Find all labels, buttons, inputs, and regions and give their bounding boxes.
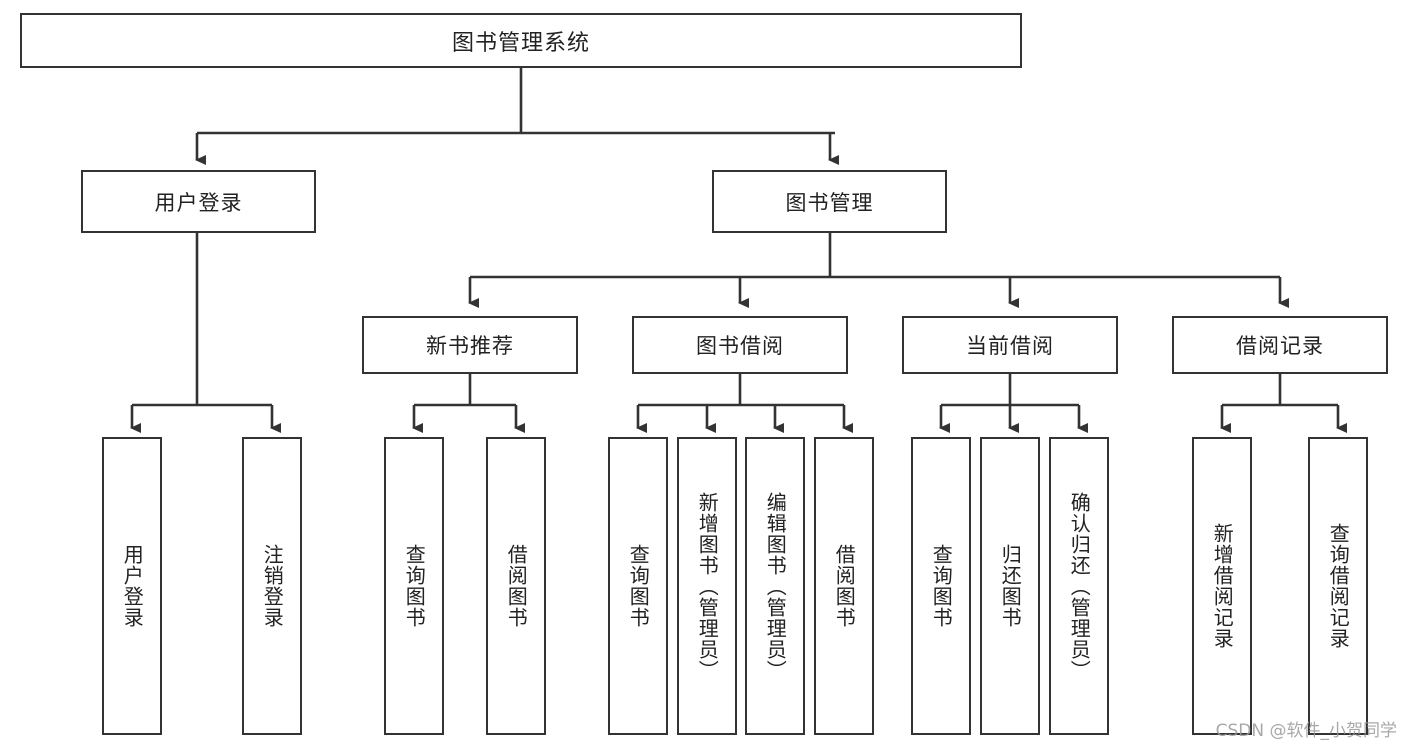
node-label: 确认归还（管理员） xyxy=(1067,491,1092,681)
node-label: 新增图书（管理员） xyxy=(695,491,720,681)
leaf-recommend-query-book[interactable]: 查询图书 xyxy=(384,437,444,735)
node-book-borrow[interactable]: 图书借阅 xyxy=(632,316,848,374)
node-label: 归还图书 xyxy=(998,544,1023,628)
leaf-recommend-borrow-book[interactable]: 借阅图书 xyxy=(486,437,546,735)
node-new-book-recommend[interactable]: 新书推荐 xyxy=(362,316,578,374)
node-label: 图书管理 xyxy=(785,190,874,215)
node-book-management[interactable]: 图书管理 xyxy=(712,170,947,233)
leaf-borrow-edit-book-admin[interactable]: 编辑图书（管理员） xyxy=(745,437,805,735)
leaf-current-query-book[interactable]: 查询图书 xyxy=(911,437,971,735)
leaf-current-confirm-return-admin[interactable]: 确认归还（管理员） xyxy=(1049,437,1109,735)
node-label: 注销登录 xyxy=(260,544,285,628)
leaf-user-login-login[interactable]: 用户登录 xyxy=(102,437,162,735)
node-current-borrow[interactable]: 当前借阅 xyxy=(902,316,1118,374)
node-label: 查询图书 xyxy=(929,544,954,628)
leaf-borrow-borrow-book[interactable]: 借阅图书 xyxy=(814,437,874,735)
node-label: 新书推荐 xyxy=(426,334,514,358)
node-label: 查询图书 xyxy=(626,544,651,628)
leaf-record-query-record[interactable]: 查询借阅记录 xyxy=(1308,437,1368,735)
leaf-borrow-query-book[interactable]: 查询图书 xyxy=(608,437,668,735)
watermark-text: CSDN @软件_小贺同学 xyxy=(1215,721,1397,741)
node-label: 借阅图书 xyxy=(504,544,529,628)
node-borrow-record[interactable]: 借阅记录 xyxy=(1172,316,1388,374)
node-label: 新增借阅记录 xyxy=(1210,523,1235,649)
leaf-current-return-book[interactable]: 归还图书 xyxy=(980,437,1040,735)
node-label: 编辑图书（管理员） xyxy=(763,491,788,681)
leaf-user-login-logout[interactable]: 注销登录 xyxy=(242,437,302,735)
node-label: 图书借阅 xyxy=(696,334,784,358)
node-label: 借阅图书 xyxy=(832,544,857,628)
leaf-borrow-add-book-admin[interactable]: 新增图书（管理员） xyxy=(677,437,737,735)
node-label: 当前借阅 xyxy=(966,334,1054,358)
node-root-system[interactable]: 图书管理系统 xyxy=(20,13,1022,68)
node-label: 用户登录 xyxy=(154,190,243,215)
node-user-login[interactable]: 用户登录 xyxy=(81,170,316,233)
node-label: 借阅记录 xyxy=(1236,334,1324,358)
node-label: 查询图书 xyxy=(402,544,427,628)
node-label: 查询借阅记录 xyxy=(1326,523,1351,649)
node-label: 图书管理系统 xyxy=(451,30,590,56)
node-label: 用户登录 xyxy=(120,544,145,628)
leaf-record-add-record[interactable]: 新增借阅记录 xyxy=(1192,437,1252,735)
